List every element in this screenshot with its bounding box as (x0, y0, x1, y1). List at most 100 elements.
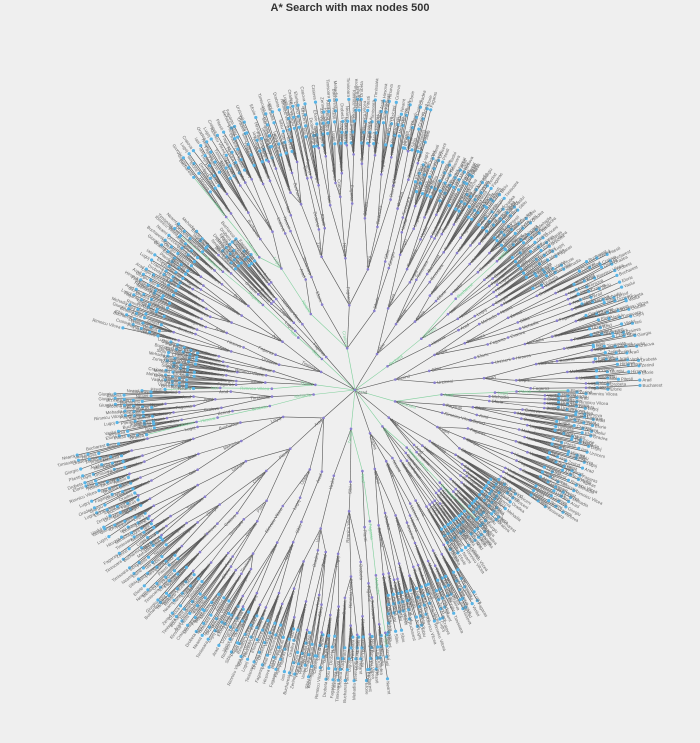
tree-edge (407, 107, 421, 152)
tree-node (454, 487, 458, 491)
node-label: Neamt (385, 681, 392, 695)
tree-node (320, 303, 324, 306)
node-label: Pitesti (256, 501, 267, 513)
tree-node (408, 502, 412, 505)
leaf-node (160, 555, 164, 559)
tree-node (433, 499, 437, 503)
tree-edge (256, 140, 271, 181)
tree-node (225, 331, 228, 335)
node-label: Arad (339, 161, 345, 171)
tree-node (169, 514, 172, 518)
tree-edge (354, 366, 388, 391)
node-label: Pitesti (573, 334, 586, 342)
tree-node (196, 483, 199, 487)
leaf-node (192, 370, 196, 374)
leaf-node (200, 580, 204, 584)
node-label: Zerind (164, 390, 177, 395)
tree-edge (201, 318, 227, 334)
node-label: Rimnicu Vilcea (264, 506, 284, 534)
tree-edge (413, 187, 432, 229)
tree-edge (346, 310, 375, 349)
tree-edge (321, 228, 325, 257)
tree-edge (266, 375, 316, 386)
node-label: Sibiu (431, 365, 442, 372)
tree-node (195, 328, 199, 331)
leaf-node (616, 377, 621, 381)
tree-node (454, 297, 458, 301)
tree-node (281, 340, 284, 344)
tree-node (535, 294, 539, 298)
tree-edge (206, 308, 232, 323)
node-label: Arad (377, 627, 383, 637)
tree-node (373, 467, 377, 471)
node-label: Pitesti (348, 628, 353, 640)
tree-edge (248, 305, 283, 342)
tree-node (152, 504, 156, 508)
tree-node (291, 540, 295, 544)
tree-node (319, 370, 323, 374)
tree-node (412, 443, 416, 447)
tree-edge (231, 152, 246, 183)
leaf-node (555, 419, 559, 423)
tree-edge (354, 353, 378, 391)
tree-node (192, 569, 195, 573)
node-label: Arad (203, 397, 213, 403)
tree-node (482, 376, 486, 380)
tree-node (477, 322, 481, 326)
tree-edge (402, 163, 419, 218)
tree-node (456, 317, 460, 321)
leaf-node (126, 429, 130, 433)
leaf-node (540, 470, 545, 474)
node-label: Lugoj (334, 556, 340, 567)
node-label: Zerind (641, 362, 654, 368)
tree-node (240, 439, 243, 443)
tree-node (234, 383, 238, 387)
tree-node (255, 591, 259, 595)
leaf-node (620, 285, 624, 289)
tree-edge (361, 163, 366, 219)
tree-node (289, 214, 293, 217)
leaf-node (260, 160, 264, 164)
leaf-node (313, 100, 318, 104)
leaf-node (266, 619, 270, 623)
node-label: Craiova (639, 341, 655, 348)
tree-edge (243, 347, 280, 365)
tree-edge (218, 185, 228, 195)
tree-edge (227, 366, 267, 376)
tree-edge (222, 250, 272, 304)
tree-edge (268, 161, 292, 216)
tree-edge (300, 204, 322, 257)
tree-edge (231, 322, 283, 342)
tree-edge (271, 384, 316, 389)
leaf-node (272, 121, 276, 125)
tree-node (360, 162, 364, 165)
tree-node (274, 297, 278, 301)
tree-edge (240, 185, 273, 232)
tree-edge (273, 122, 293, 174)
tree-node (130, 449, 133, 452)
tree-edge (361, 110, 368, 164)
tree-edge (200, 240, 232, 274)
leaf-node (217, 170, 221, 174)
leaf-node (196, 351, 200, 355)
tree-node (128, 472, 131, 476)
page-title: A* Search with max nodes 500 (0, 2, 700, 14)
tree-node (247, 304, 250, 308)
tree-node (515, 390, 518, 393)
tree-node (514, 440, 518, 443)
tree-node (408, 574, 411, 577)
node-label: Fagaras (182, 522, 198, 537)
node-label: Sibiu (394, 633, 401, 644)
leaf-node (209, 613, 213, 617)
tree-edge (351, 142, 354, 155)
tree-node (394, 322, 398, 326)
tree-node (440, 411, 444, 415)
leaf-node (376, 645, 380, 649)
node-label: Arad (219, 389, 229, 394)
tree-node (281, 504, 285, 508)
leaf-node (197, 171, 201, 175)
node-label: Giurgiu (399, 238, 408, 254)
node-label: Vaslui (397, 565, 405, 578)
tree-edge (313, 135, 319, 186)
tree-node (226, 551, 230, 555)
